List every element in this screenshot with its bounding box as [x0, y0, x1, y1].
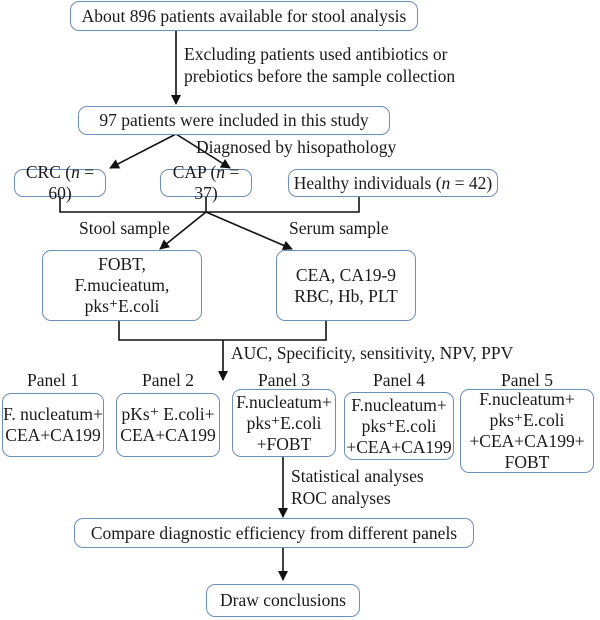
panel-3-box: F.nucleatum+ pks⁺E.coli +FOBT — [232, 389, 336, 457]
diagnosed-label: Diagnosed by hisopathology — [196, 137, 397, 157]
box-available-patients: About 896 patients available for stool a… — [70, 1, 418, 31]
panel-4-box: F.nucleatum+ pks⁺E.coli +CEA+CA199 — [344, 392, 454, 460]
panel-2-title: Panel 2 — [141, 370, 194, 390]
box-serum-tests: CEA, CA19-9 RBC, Hb, PLT — [276, 250, 416, 321]
panel-1-title: Panel 1 — [26, 370, 79, 390]
panel-5-box: F.nucleatum+ pks⁺E.coli +CEA+CA199+ FOBT — [460, 389, 594, 473]
metrics-label: AUC, Specificity, sensitivity, NPV, PPV — [231, 343, 514, 363]
arrow-to-stool — [159, 211, 207, 250]
merge-line-samples — [118, 320, 327, 341]
box-healthy: Healthy individuals (n = 42) — [288, 169, 498, 197]
arrow-included-to-crc — [109, 133, 177, 169]
box-conclusions: Draw conclusions — [206, 584, 360, 617]
available-text: About 896 patients available for stool a… — [81, 5, 407, 26]
panel-4-title: Panel 4 — [372, 370, 425, 390]
box-compare: Compare diagnostic efficiency from diffe… — [74, 518, 474, 548]
box-crc: CRC (n = 60) — [14, 162, 106, 203]
box-cap: CAP (n = 37) — [160, 162, 252, 203]
compare-text: Compare diagnostic efficiency from diffe… — [90, 522, 458, 543]
panel-3-title: Panel 3 — [257, 370, 310, 390]
panel-5-title: Panel 5 — [500, 370, 553, 390]
merge-line-groups — [59, 196, 360, 213]
arrow-to-serum — [205, 211, 293, 251]
panel-2-box: pKs⁺ E.coli+ CEA+CA199 — [116, 393, 220, 457]
stool-sample-label: Stool sample — [79, 218, 170, 238]
box-stool-tests: FOBT, F.mucieatum, pks⁺E.coli — [42, 250, 202, 321]
box-included-patients: 97 patients were included in this study — [78, 106, 390, 135]
serum-sample-label: Serum sample — [289, 218, 389, 238]
panel-1-box: F. nucleatum+ CEA+CA199 — [2, 393, 104, 457]
included-text: 97 patients were included in this study — [99, 110, 369, 130]
analyses-label: Statistical analyses ROC analyses — [291, 466, 424, 508]
exclusion-label: Excluding patients used antibiotics or p… — [184, 44, 456, 86]
conclusions-text: Draw conclusions — [220, 590, 346, 610]
arrow-included-to-cap — [175, 133, 231, 169]
